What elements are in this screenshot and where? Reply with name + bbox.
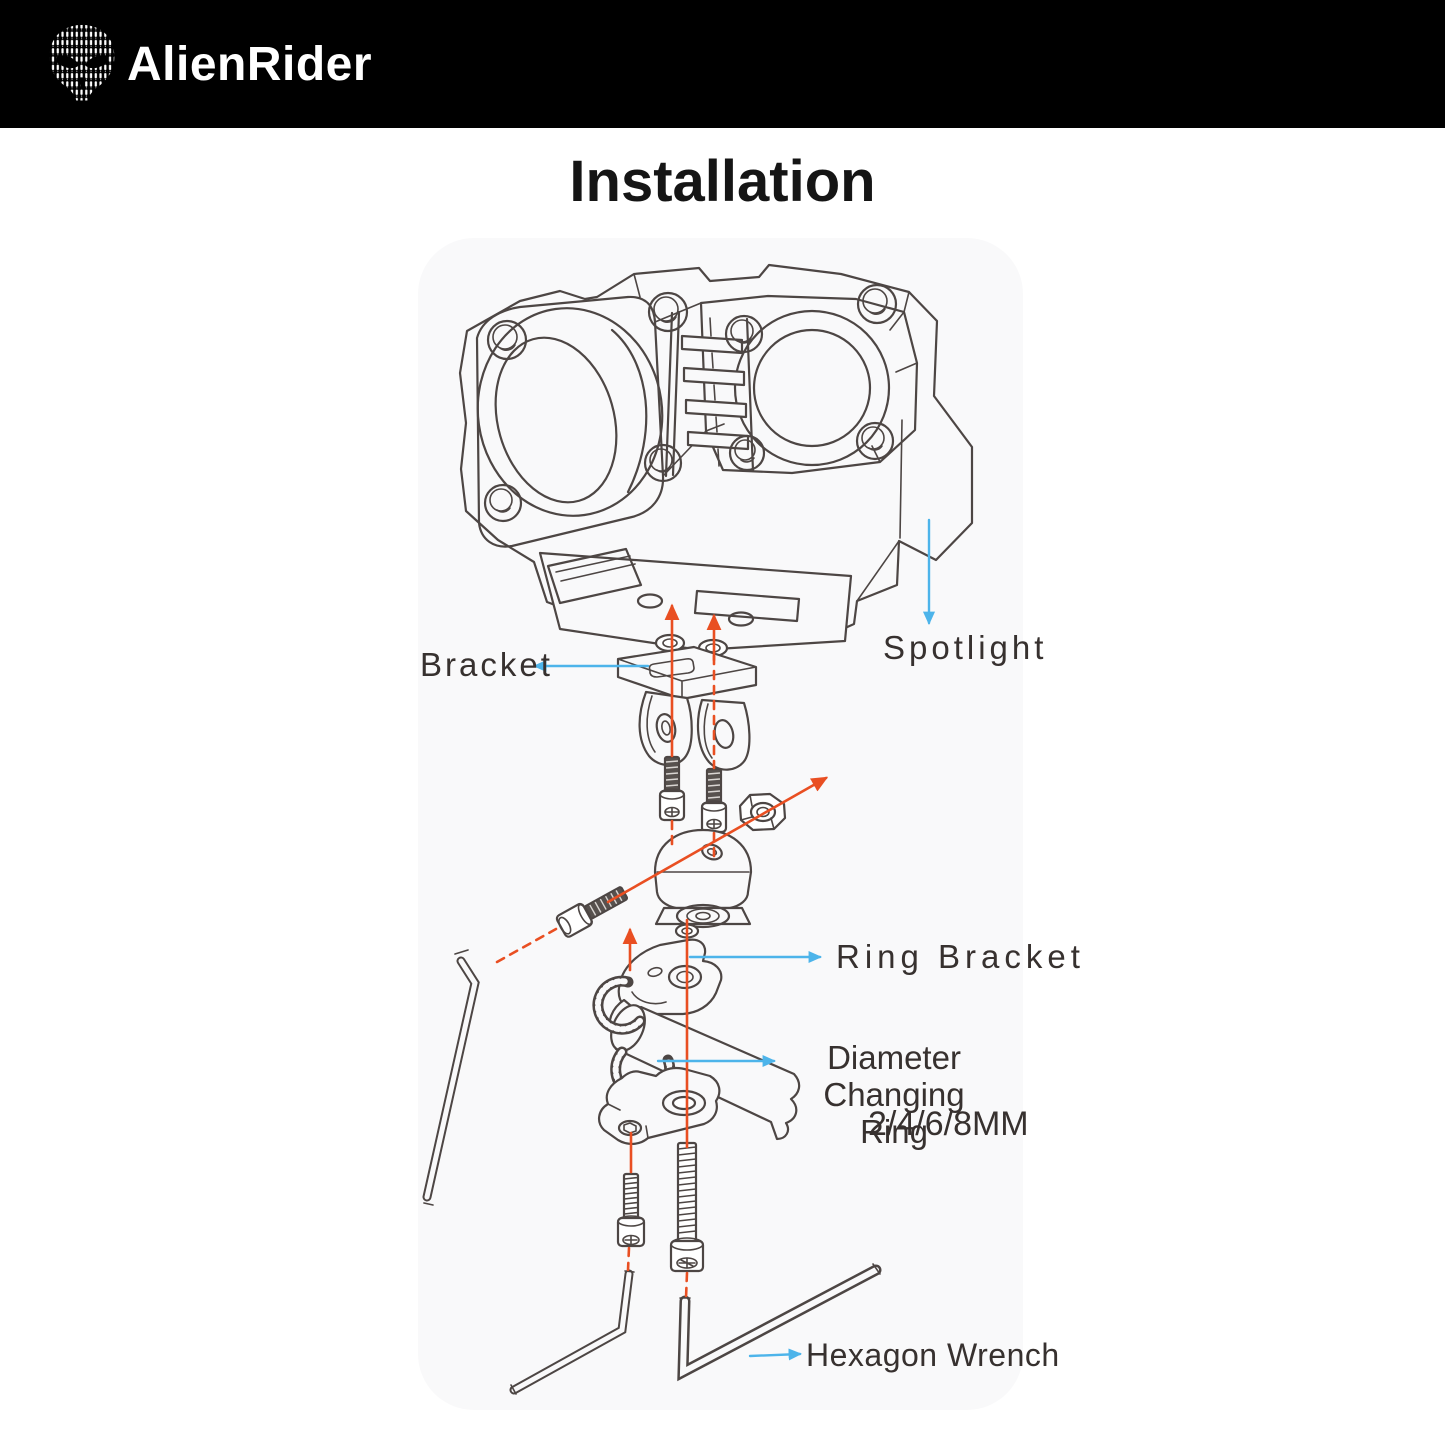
label-spotlight: Spotlight	[883, 629, 1048, 666]
screw-diagonal	[555, 886, 629, 938]
label-bracket: Bracket	[420, 646, 553, 683]
screw-short-left	[658, 755, 686, 822]
callout-arrow-hexagon-wrench	[748, 1348, 803, 1361]
bracket-drawing	[616, 645, 758, 771]
label-diameter-changing-ring: Diameter Changing Ring	[823, 1039, 965, 1150]
hex-wrench-bottom-right-drawing	[677, 1263, 882, 1382]
dome-screws	[483, 283, 898, 523]
diameter-ring-upper-drawing	[592, 975, 646, 1035]
screw-long-left	[616, 1172, 646, 1248]
label-hexagon-wrench: Hexagon Wrench	[806, 1337, 1060, 1373]
assembly-arrows	[495, 603, 829, 1300]
hex-wrench-bottom-left-drawing	[509, 1269, 635, 1395]
callout-arrows	[532, 518, 936, 1361]
label-ring-bracket: Ring Bracket	[836, 938, 1085, 975]
alienrider-logo-icon	[49, 24, 115, 101]
label-ring-sizes: 2/4/6/8MM	[868, 1105, 1029, 1143]
screw-long-right	[669, 1141, 705, 1273]
lower-clamp-drawing	[598, 1066, 721, 1145]
pivot-post-drawing	[653, 828, 753, 929]
screw-short-right	[700, 767, 728, 834]
logo-left-eye	[56, 55, 80, 69]
page-title: Installation	[569, 149, 876, 214]
logo-right-eye	[84, 55, 108, 69]
handlebar-tube-drawing	[610, 1004, 801, 1141]
header-bar: AlienRider	[0, 0, 1445, 128]
hex-wrench-long-drawing	[422, 949, 480, 1206]
spotlight-housing-drawing	[458, 263, 974, 652]
brand-name: AlienRider	[127, 37, 373, 91]
washer-left	[654, 633, 686, 653]
hex-nut-drawing	[738, 792, 787, 832]
logo-nose	[78, 77, 86, 89]
